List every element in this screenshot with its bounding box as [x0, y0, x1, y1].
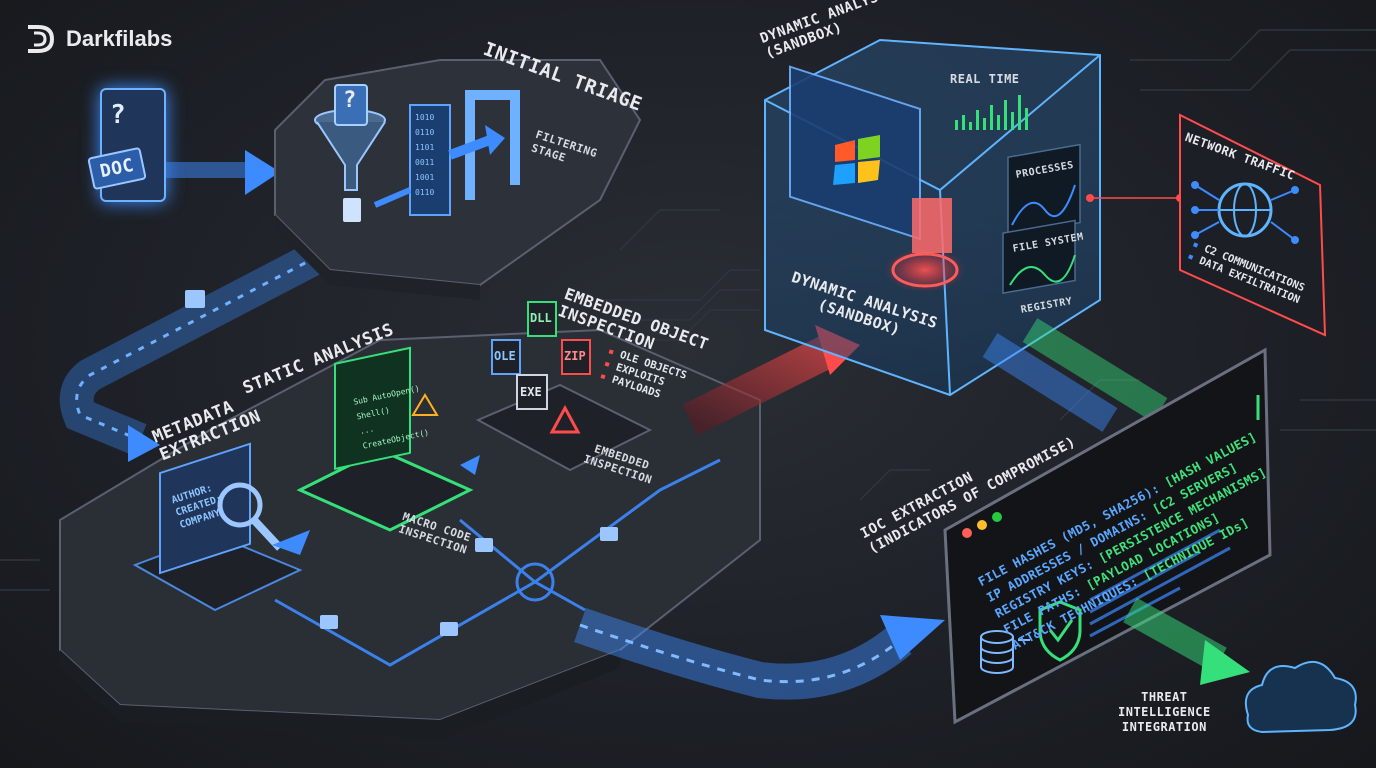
threat-intel-label: THREAT INTELLIGENCE INTEGRATION [1118, 690, 1211, 734]
brand-name: Darkfilabs [66, 26, 173, 51]
svg-text:0011: 0011 [415, 158, 434, 167]
small-doc-icons [185, 290, 618, 636]
unknown-file-glyph: ? [343, 88, 357, 113]
brand-logo: Darkfilabs [24, 24, 172, 54]
svg-text:1101: 1101 [415, 143, 434, 152]
svg-text:0110: 0110 [415, 128, 434, 137]
realtime-label: REAL TIME [950, 72, 1020, 86]
file-tag-exe: EXE [520, 385, 542, 399]
cloud-icon [1244, 660, 1357, 734]
brand-mark-icon [28, 25, 55, 53]
unknown-doc-glyph: ? [110, 100, 127, 130]
file-tag-zip: ZIP [564, 349, 586, 363]
file-tag-ole: OLE [494, 349, 516, 363]
circuit-traces [0, 29, 1376, 591]
windows-logo [833, 135, 880, 185]
svg-text:1010: 1010 [415, 113, 434, 122]
svg-text:0110: 0110 [415, 188, 434, 197]
svg-text:1001: 1001 [415, 173, 434, 182]
file-tag-dll: DLL [530, 311, 552, 325]
